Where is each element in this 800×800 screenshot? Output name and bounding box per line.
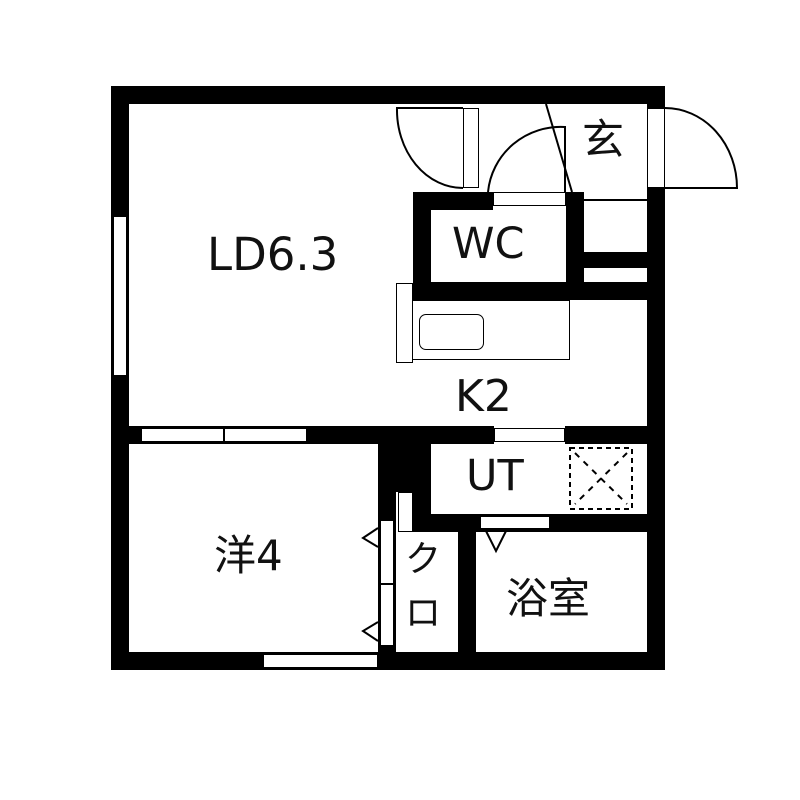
middle-wall-right: [565, 426, 665, 444]
wc-wall-top-left: [413, 192, 493, 210]
room-label-entrance: 玄: [582, 115, 625, 164]
room-label-western: 洋4: [214, 531, 283, 580]
room-label-wc: WC: [452, 219, 525, 269]
window-western-bottom: [263, 654, 378, 668]
entrance-step-line: [580, 199, 647, 201]
closet-door-1: [380, 520, 394, 584]
kitchen-sink: [419, 314, 484, 350]
wc-wall-left: [413, 192, 431, 300]
sliding-door-ld-western-2: [224, 428, 307, 442]
closet-front-panel: [398, 492, 413, 532]
shoe-shelf-bar: [584, 252, 647, 268]
room-label-k: K2: [455, 371, 512, 422]
closet-door-2: [380, 584, 394, 646]
room-label-closet-2: ロ: [405, 593, 442, 634]
kitchen-counter-side: [396, 283, 413, 363]
front-door-frame: [647, 108, 665, 188]
outer-wall-bottom: [111, 652, 665, 670]
window-ld-left: [113, 216, 127, 376]
bath-left-wall: [458, 514, 476, 670]
door-frame-ld: [463, 108, 479, 188]
room-label-ld: LD6.3: [207, 228, 339, 281]
sliding-door-ld-western-1: [141, 428, 224, 442]
wc-wall-right: [566, 192, 584, 300]
wc-door-threshold: [493, 192, 566, 206]
wc-wall-bottom: [413, 282, 665, 300]
room-label-closet-1: ク: [405, 539, 442, 580]
room-label-ut: UT: [466, 451, 524, 501]
ut-left-wall: [413, 426, 431, 532]
gap: [479, 104, 481, 188]
bath-door: [480, 516, 550, 529]
outer-wall-top: [111, 86, 665, 104]
ut-door: [494, 428, 565, 442]
room-label-bath: 浴室: [506, 574, 591, 623]
